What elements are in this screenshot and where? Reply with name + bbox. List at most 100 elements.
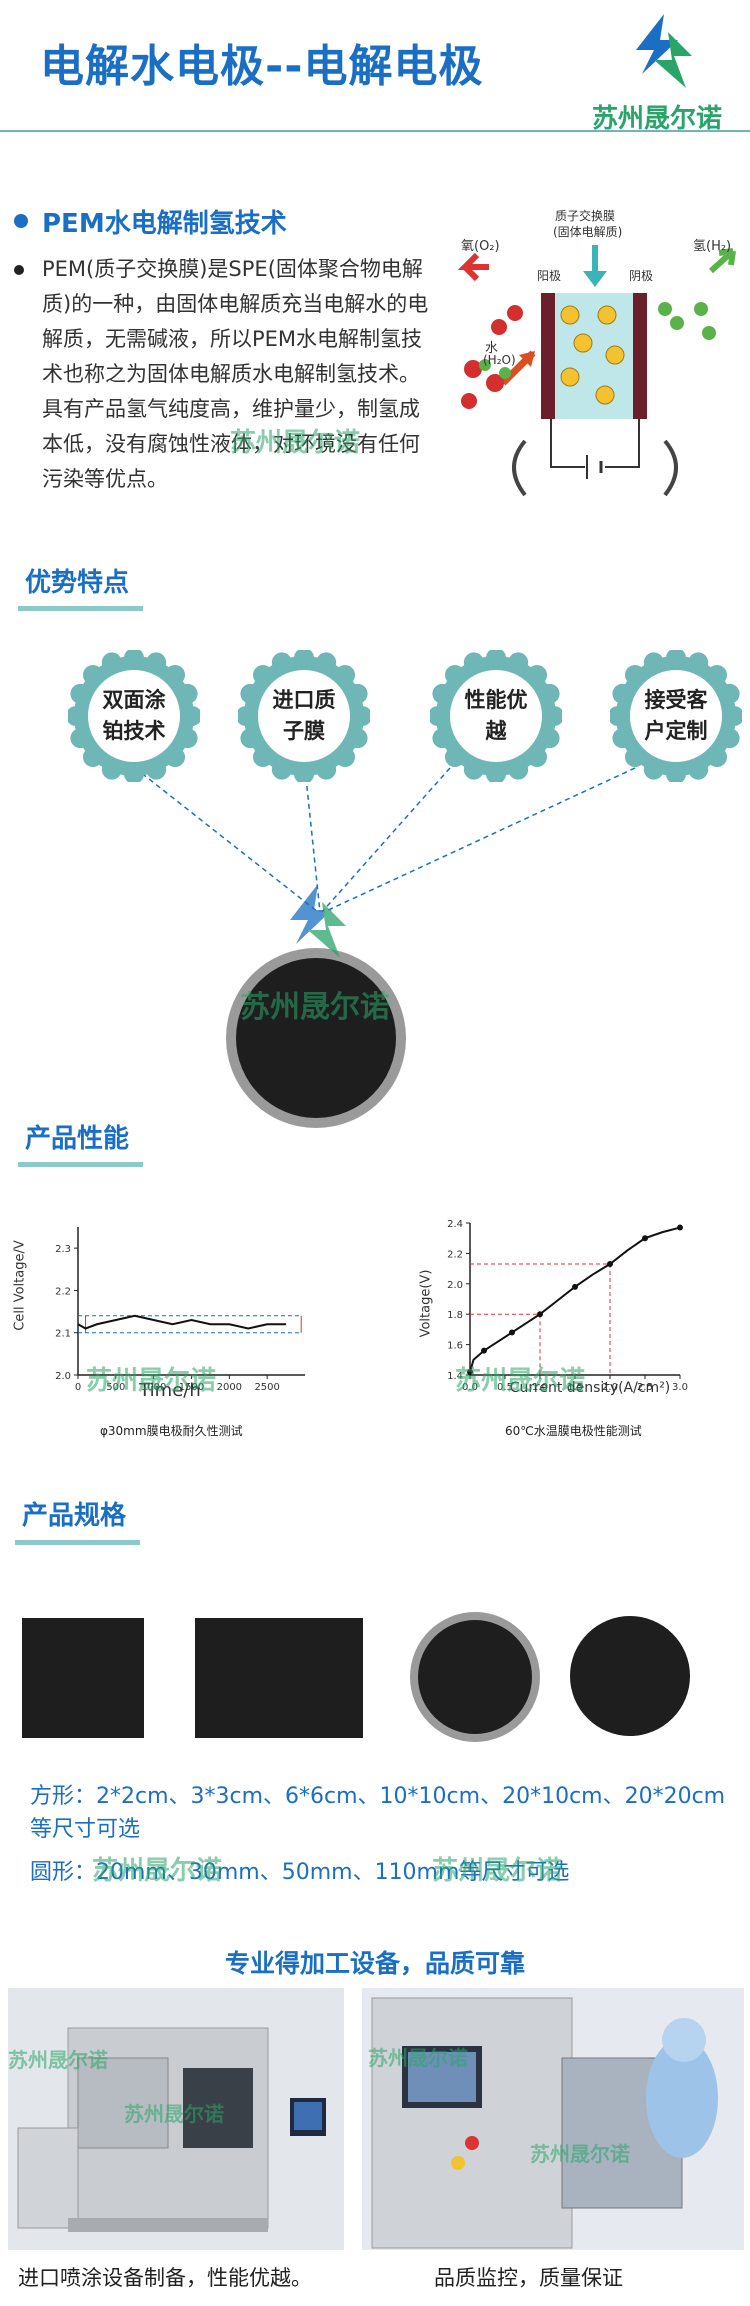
heading-underline xyxy=(15,1540,140,1545)
cathode-label: 阴极 xyxy=(629,269,654,283)
spec-round-text: 圆形：20mm、30mm、50mm、110mm等尺寸可选 xyxy=(30,1860,570,1885)
spray-equipment-photo: 苏州晟尔诺 苏州晟尔诺 xyxy=(8,1988,344,2250)
feature-label: 进口质 子膜 xyxy=(272,688,336,743)
x-tick-label: 2.5 xyxy=(637,1382,653,1393)
quality-monitoring-photo: 苏州晟尔诺 苏州晟尔诺 xyxy=(362,1988,744,2250)
y-tick-label: 2.4 xyxy=(447,1219,463,1230)
x-tick-label: 0.5 xyxy=(497,1382,513,1393)
round-electrode xyxy=(570,1616,690,1736)
feature-label: 双面涂 铂技术 xyxy=(102,688,166,743)
x-tick-label: 2000 xyxy=(217,1382,242,1393)
data-point xyxy=(509,1329,515,1336)
electrode-disc xyxy=(236,958,396,1118)
watermark-text: 苏州晟尔诺 xyxy=(92,1856,223,1886)
watermark-text: 苏州晟尔诺 xyxy=(240,990,390,1025)
x-tick-label: 1.5 xyxy=(567,1382,583,1393)
chart-left-ylabel: Cell Voltage/V xyxy=(12,1240,28,1331)
square-electrode-small xyxy=(22,1618,144,1738)
chart-right-ylabel: Voltage(V) xyxy=(418,1269,434,1338)
pem-diagram: 质子交换膜 (固体电解质) 阳极 阴极 氧(O₂) 氢(H₂) 水 (H₂O) xyxy=(455,205,740,520)
x-tick-label: 0.0 xyxy=(462,1382,478,1393)
data-point xyxy=(537,1311,543,1318)
water-formula-label: (H₂O) xyxy=(483,353,516,367)
header-divider xyxy=(0,130,750,132)
oxygen-label: 氧(O₂) xyxy=(461,239,500,254)
equipment-caption-right: 品质监控，质量保证 xyxy=(434,2266,623,2290)
watermark-logo-icon xyxy=(290,884,346,958)
water-label: 水 xyxy=(485,341,499,356)
specs-heading: 产品规格 xyxy=(22,1501,127,1531)
watermark-text: 苏州晟尔诺 xyxy=(124,2102,224,2126)
x-tick-label: 1.0 xyxy=(532,1382,548,1393)
feature-badge: 进口质 子膜 xyxy=(236,648,372,784)
square-electrode-large xyxy=(195,1618,363,1738)
data-point xyxy=(677,1224,683,1231)
heading-underline xyxy=(18,1162,143,1167)
chart-left-xlabel: Time/h xyxy=(139,1380,201,1401)
advantages-connector-lines xyxy=(134,767,636,913)
data-point xyxy=(642,1235,648,1242)
watermark-text: 苏州晟尔诺 xyxy=(432,1856,563,1886)
watermark-text: 苏州晟尔诺 xyxy=(86,1366,217,1396)
watermark-text: 苏州晟尔诺 xyxy=(8,2048,108,2072)
x-tick-label: 1500 xyxy=(179,1382,204,1393)
brand-name: 苏州晟尔诺 xyxy=(592,104,723,134)
advantages-heading: 优势特点 xyxy=(25,568,130,598)
y-tick-label: 2.2 xyxy=(447,1249,463,1260)
anode-label: 阳极 xyxy=(537,269,562,283)
equipment-caption-left: 进口喷涂设备制备，性能优越。 xyxy=(18,2266,312,2290)
pem-heading: PEM水电解制氢技术 xyxy=(42,209,287,239)
hydrogen-label: 氢(H₂) xyxy=(693,239,732,254)
y-tick-label: 2.1 xyxy=(55,1329,71,1340)
data-point xyxy=(467,1368,473,1375)
watermark-text: 苏州晟尔诺 xyxy=(455,1366,586,1396)
series-line xyxy=(469,1226,681,1373)
spec-square-text: 方形：2*2cm、3*3cm、6*6cm、10*10cm、20*10cm、20*… xyxy=(30,1784,726,1842)
data-point xyxy=(481,1347,487,1354)
feature-label: 接受客 户定制 xyxy=(644,688,708,743)
equipment-heading: 专业得加工设备，品质可靠 xyxy=(224,1949,525,1978)
y-tick-label: 2.2 xyxy=(55,1286,71,1297)
x-tick-label: 1000 xyxy=(141,1382,166,1393)
y-tick-label: 2.0 xyxy=(447,1280,463,1291)
watermark-text: 苏州晟尔诺 xyxy=(230,428,361,458)
x-tick-label: 500 xyxy=(106,1382,125,1393)
y-tick-label: 2.3 xyxy=(55,1244,71,1255)
heading-underline xyxy=(18,606,143,611)
round-electrode-ringed xyxy=(418,1620,532,1734)
y-tick-label: 2.0 xyxy=(55,1371,71,1382)
scalloped-badge-icon xyxy=(428,648,564,784)
scalloped-badge-icon xyxy=(236,648,372,784)
performance-chart: 1.4 1.6 1.8 2.0 2.2 2.4 0.0 0.5 1.0 1.5 2.0 2.5 3.0 xyxy=(447,1219,688,1393)
x-tick-label: 0 xyxy=(75,1382,81,1393)
text-bullet-icon xyxy=(14,265,24,275)
membrane-label: 质子交换膜 xyxy=(555,209,616,223)
scalloped-badge-icon xyxy=(608,648,744,784)
feature-label: 性能优 越 xyxy=(464,688,528,743)
watermark-text: 苏州晟尔诺 xyxy=(368,2046,468,2070)
y-tick-label: 1.8 xyxy=(447,1310,463,1321)
y-tick-label: 1.6 xyxy=(447,1341,463,1352)
durability-chart: 2.0 2.1 2.2 2.3 0 500 1000 1500 2000 2500 xyxy=(55,1227,305,1393)
pem-description: PEM(质子交换膜)是SPE(固体聚合物电解质)的一种，由固体电解质充当电解水的… xyxy=(42,257,429,491)
page-title: 电解水电极--电解电极 xyxy=(40,41,484,92)
feature-badge: 双面涂 铂技术 xyxy=(66,648,202,784)
chart-right-caption: 60℃水温膜电极性能测试 xyxy=(505,1424,642,1438)
feature-badge: 性能优 越 xyxy=(428,648,564,784)
chart-right-xlabel: Current density(A/cm²) xyxy=(509,1380,671,1396)
watermark-text: 苏州晟尔诺 xyxy=(530,2142,630,2166)
membrane-sublabel: (固体电解质) xyxy=(553,225,623,239)
data-point xyxy=(607,1261,613,1268)
data-point xyxy=(572,1283,578,1290)
chart-left-caption: φ30mm膜电极耐久性测试 xyxy=(100,1424,243,1438)
y-tick-label: 1.4 xyxy=(447,1371,463,1382)
x-tick-label: 3.0 xyxy=(672,1382,688,1393)
section-bullet-icon xyxy=(14,214,28,228)
x-tick-label: 2500 xyxy=(254,1382,279,1393)
performance-heading: 产品性能 xyxy=(25,1124,130,1154)
scalloped-badge-icon xyxy=(66,648,202,784)
series-line xyxy=(77,1314,287,1330)
x-tick-label: 2.0 xyxy=(602,1382,618,1393)
feature-badge: 接受客 户定制 xyxy=(608,648,744,784)
brand-logo-icon xyxy=(636,14,692,88)
